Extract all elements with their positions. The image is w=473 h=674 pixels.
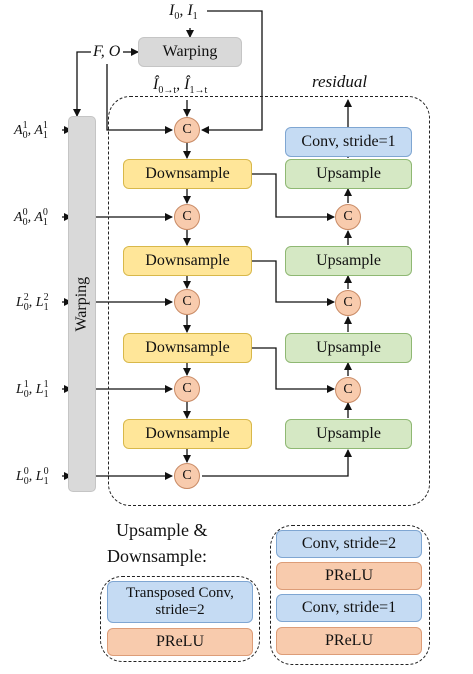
legend-group-downsample: [270, 525, 430, 665]
downsample-block-4: Downsample: [123, 419, 252, 449]
downsample-block-1: Downsample: [123, 159, 252, 189]
concat-node-enc-5: C: [174, 463, 200, 489]
conv-stride1-top: Conv, stride=1: [285, 127, 412, 157]
downsample-block-2: Downsample: [123, 246, 252, 276]
warping-top-box: Warping: [138, 37, 242, 67]
wire-i-to-c1: [201, 10, 263, 134]
concat-node-enc-2: C: [174, 204, 200, 230]
legend-transposed-conv: Transposed Conv, stride=2: [107, 581, 253, 623]
concat-node-dec-3: C: [335, 377, 361, 403]
wire-fo-to-side-warping: [73, 51, 91, 117]
legend-conv-stride2: Conv, stride=2: [276, 530, 422, 558]
wire-fo-to-c1: [106, 64, 173, 134]
concat-node-enc-4: C: [174, 376, 200, 402]
downsample-block-3: Downsample: [123, 333, 252, 363]
upsample-block-4: Upsample: [285, 419, 412, 449]
legend-prelu-2: PReLU: [276, 562, 422, 590]
legend-prelu-1: PReLU: [107, 628, 253, 656]
legend-title-line2: Downsample:: [107, 546, 207, 566]
concat-node-enc-1: C: [174, 117, 200, 143]
warping-side-box: Warping: [68, 116, 96, 492]
concat-node-dec-1: C: [335, 204, 361, 230]
legend-title-line1: Upsample &: [116, 520, 208, 540]
legend-group-upsample: [100, 576, 260, 662]
legend-prelu-3: PReLU: [276, 627, 422, 655]
input-i: I0, I1: [169, 2, 198, 23]
warped-frames-label: Î0→t, Î1→t: [153, 76, 208, 97]
network-boundary: [108, 96, 430, 506]
upsample-block-1: Upsample: [285, 159, 412, 189]
legend-conv-stride1: Conv, stride=1: [276, 594, 422, 622]
upsample-block-2: Upsample: [285, 246, 412, 276]
residual-label: residual: [312, 72, 368, 91]
concat-node-enc-3: C: [174, 289, 200, 315]
upsample-block-3: Upsample: [285, 333, 412, 363]
input-fo: F, O: [93, 43, 121, 60]
concat-node-dec-2: C: [335, 290, 361, 316]
